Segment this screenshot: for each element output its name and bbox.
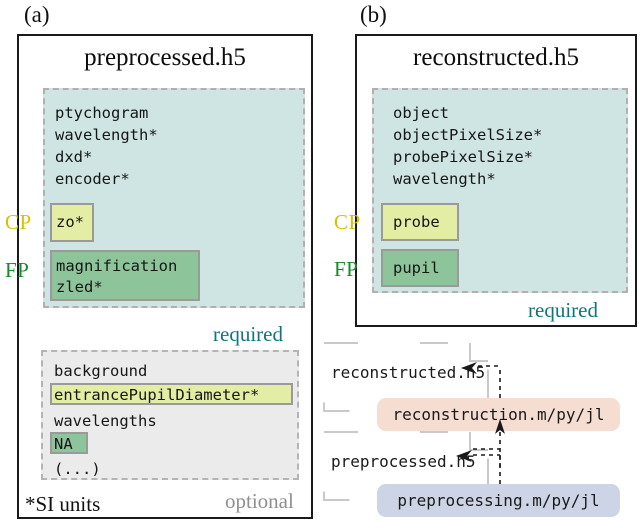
panel-a-fp-entry-magnification: magnification (56, 257, 178, 275)
panel-a-optional-caption: optional (225, 489, 294, 513)
panel-a-opt-fp-box (50, 432, 88, 454)
panel-a-fp-side-label: FP (5, 258, 30, 282)
panel-b-entry-probepixelsize: probePixelSize* (393, 148, 533, 166)
panel-a-optional-group (41, 350, 299, 480)
panel-a-opt-entry-wavelengths: wavelengths (54, 412, 157, 430)
panel-a-cp-entry-zo: zo* (56, 213, 84, 231)
panel-b-required-caption: required (528, 298, 598, 322)
panel-a-required-caption: required (213, 322, 283, 346)
panel-a-opt-entry-ellipsis: (...) (54, 460, 101, 478)
panel-b-cp-entry-probe: probe (393, 213, 440, 231)
panel-b-fp-side-label: FP (334, 257, 359, 281)
preprocessing-script-pill: preprocessing.m/py/jl (377, 484, 620, 517)
panel-b-fp-entry-pupil: pupil (393, 259, 440, 277)
panel-b-fp-box (381, 249, 459, 287)
panel-a-opt-cp-entry-entrancepupildiameter: entrancePupilDiameter* (54, 386, 260, 404)
panel-b-entry-object: object (393, 104, 449, 122)
panel-b-letter: (b) (360, 2, 387, 27)
panel-a-fp-box (50, 250, 200, 301)
panel-a-opt-fp-entry-na: NA (54, 435, 73, 453)
panel-a-title: preprocessed.h5 (84, 44, 246, 71)
panel-b-title: reconstructed.h5 (413, 44, 579, 71)
panel-a-entry-ptychogram: ptychogram (55, 104, 149, 122)
panel-a-footnote: *SI units (25, 492, 101, 516)
panel-a-opt-entry-background: background (54, 362, 148, 380)
panel-b-entry-objectpixelsize: objectPixelSize* (393, 126, 543, 144)
panel-b-cp-side-label: CP (334, 210, 361, 234)
panel-a-entry-wavelength: wavelength* (55, 126, 158, 144)
reconstruction-script-pill: reconstruction.m/py/jl (377, 398, 620, 431)
panel-b-entry-wavelength: wavelength* (393, 170, 496, 188)
panel-a-entry-dxd: dxd* (55, 148, 93, 166)
reconstructed-file-icon (322, 341, 492, 413)
preprocessed-file-label: preprocessed.h5 (331, 452, 476, 471)
panel-a-fp-entry-zled: zled* (56, 278, 103, 296)
reconstructed-file-label: reconstructed.h5 (331, 363, 486, 382)
panel-a-entry-encoder: encoder* (55, 170, 130, 188)
panel-a-letter: (a) (24, 2, 50, 27)
panel-b-cp-box (381, 203, 459, 241)
panel-a-cp-side-label: CP (5, 210, 32, 234)
panel-a-opt-cp-box (50, 383, 293, 405)
panel-a-cp-box (50, 203, 94, 242)
